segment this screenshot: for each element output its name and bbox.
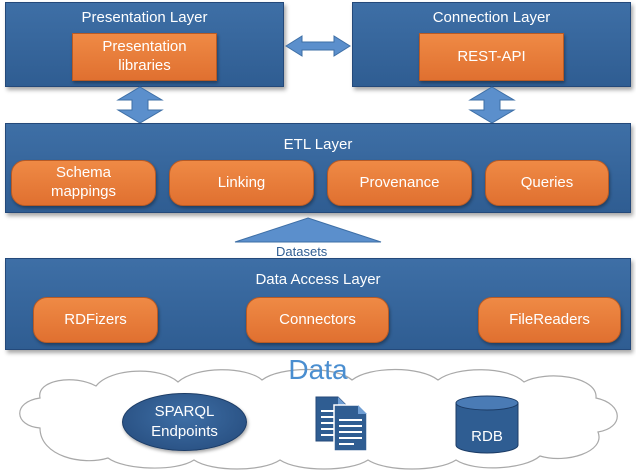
datasets-flow-arrow — [234, 217, 382, 243]
rdfizers-box: RDFizers — [33, 297, 158, 343]
connectors-box: Connectors — [246, 297, 389, 343]
presentation-layer-title: Presentation Layer — [81, 9, 208, 26]
datasets-label: Datasets — [276, 244, 328, 259]
presentation-connection-arrow — [285, 35, 351, 57]
rdb-label: RDB — [471, 428, 503, 445]
rdb-cylinder — [455, 395, 519, 454]
connection-layer: Connection Layer REST-API — [352, 2, 631, 87]
data-title: Data — [288, 354, 348, 385]
linking-box: Linking — [169, 160, 314, 206]
queries-box: Queries — [485, 160, 609, 206]
data-access-layer-title: Data Access Layer — [255, 271, 381, 288]
schema-mappings-box: Schema mappings — [11, 160, 156, 206]
presentation-libraries-box: Presentation libraries — [72, 33, 217, 81]
connection-layer-title: Connection Layer — [432, 9, 551, 26]
sparql-endpoints-node: SPARQL Endpoints — [122, 393, 247, 451]
presentation-layer: Presentation Layer Presentation librarie… — [5, 2, 284, 87]
etl-layer: ETL Layer Schema mappings Linking Proven… — [5, 123, 631, 213]
data-access-layer: Data Access Layer RDFizers Connectors Fi… — [5, 258, 631, 350]
documents-icon — [315, 396, 368, 452]
etl-layer-title: ETL Layer — [283, 136, 353, 153]
provenance-box: Provenance — [327, 160, 472, 206]
connection-etl-arrow — [468, 86, 516, 124]
filereaders-box: FileReaders — [478, 297, 621, 343]
presentation-etl-arrow — [116, 86, 164, 124]
rest-api-box: REST-API — [419, 33, 564, 81]
